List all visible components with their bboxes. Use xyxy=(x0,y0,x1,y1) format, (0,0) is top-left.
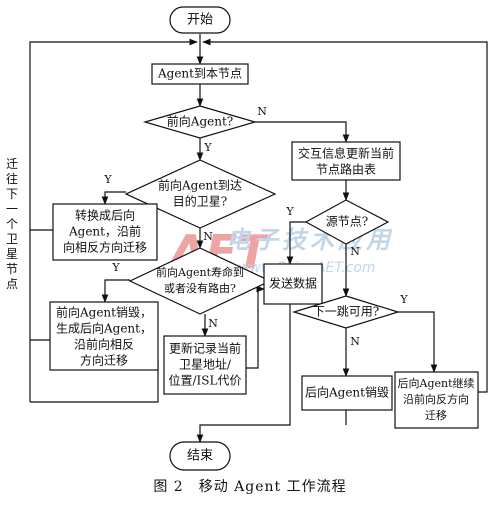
node-send: 发送数据 xyxy=(263,263,323,305)
convert-line-3: 向相反方向迁移 xyxy=(63,240,147,255)
label-forward-no: N xyxy=(257,105,267,118)
edge-update-send-a xyxy=(246,289,259,369)
nexthop-label: 下一跳可用? xyxy=(313,305,379,319)
update-line-2: 卫星地址/ xyxy=(179,358,232,372)
node-expired-decision: 前向Agent寿命到 或者没有路由? xyxy=(128,247,272,315)
continue-line-3: 迁移 xyxy=(425,409,447,422)
label-reached-yes: Y xyxy=(103,173,112,186)
node-destroy-backward: 后向Agent销毁 xyxy=(301,375,393,411)
update-line-1: 更新记录当前 xyxy=(169,341,241,356)
label-forward-yes: Y xyxy=(203,141,212,154)
edge-send-end xyxy=(196,304,291,443)
edge-nexthop-continue xyxy=(388,311,438,373)
continue-line-2: 沿前向反方向 xyxy=(403,392,469,406)
edge-labels: N Y Y N Y N Y N Y N xyxy=(103,105,408,348)
send-label: 发送数据 xyxy=(269,276,317,291)
edge-source-send xyxy=(286,221,306,265)
end-label: 结束 xyxy=(187,449,213,464)
edge-updatebox-loop xyxy=(30,360,159,403)
label-next-yes: Y xyxy=(399,293,408,306)
edge-expired-destroy xyxy=(101,279,130,303)
edges xyxy=(29,34,488,443)
node-end: 结束 xyxy=(169,441,231,471)
destroy-forward-line-2: 生成后向Agent， xyxy=(56,321,152,336)
label-expired-yes: Y xyxy=(111,261,120,274)
node-continue-backward: 后向Agent继续 沿前向反方向 迁移 xyxy=(394,371,479,429)
label-source-yes: Y xyxy=(285,205,294,218)
exchange-line-1: 交互信息更新当前 xyxy=(298,146,394,161)
destroy-backward-label: 后向Agent销毁 xyxy=(305,385,389,400)
figure-caption: 图 2 移动 Agent 工作流程 xyxy=(153,479,346,495)
node-reached-decision: 前向Agent到达 目的卫星? xyxy=(124,159,277,229)
label-expired-no: N xyxy=(208,317,218,330)
expired-line-1: 前向Agent寿命到 xyxy=(156,265,244,279)
side-label-migrate: 迁往下一个卫星节点 xyxy=(6,157,18,291)
edge-forward-exchange xyxy=(255,121,350,143)
edge-reached-convert xyxy=(101,191,126,205)
edge-left-loop xyxy=(29,38,198,402)
destroy-forward-line-4: 方向迁移 xyxy=(80,353,128,368)
reached-line-2: 目的卫星? xyxy=(173,194,227,209)
convert-line-1: 转换成后向 xyxy=(75,208,135,223)
source-label: 源节点? xyxy=(326,215,368,229)
node-start: 开始 xyxy=(169,6,231,34)
edge-continue-loop xyxy=(202,38,488,393)
label-reached-no: N xyxy=(203,230,213,243)
label-next-no: N xyxy=(350,335,360,348)
convert-line-2: Agent，沿前 xyxy=(68,224,141,239)
exchange-line-2: 节点路由表 xyxy=(316,162,376,177)
node-forward-decision: 前向Agent? xyxy=(142,105,258,139)
label-source-no: N xyxy=(350,245,360,258)
destroy-forward-line-1: 前向Agent销毁， xyxy=(56,305,152,320)
reached-line-1: 前向Agent到达 xyxy=(158,178,242,193)
start-label: 开始 xyxy=(187,13,213,28)
destroy-forward-line-3: 沿前向相反 xyxy=(74,337,134,352)
node-convert: 转换成后向 Agent，沿前 向相反方向迁移 xyxy=(52,203,158,261)
node-arrive: Agent到本节点 xyxy=(151,63,249,85)
node-destroy-forward: 前向Agent销毁， 生成后向Agent， 沿前向相反 方向迁移 xyxy=(49,301,159,371)
node-update-info: 更新记录当前 卫星地址/ 位置/ISL代价 xyxy=(163,335,247,395)
expired-line-2: 或者没有路由? xyxy=(164,281,236,295)
node-nexthop-decision: 下一跳可用? xyxy=(291,295,401,329)
update-line-3: 位置/ISL代价 xyxy=(169,373,242,388)
arrive-label: Agent到本节点 xyxy=(157,67,242,81)
node-exchange: 交互信息更新当前 节点路由表 xyxy=(291,141,401,181)
node-source-decision: 源节点? xyxy=(304,199,390,245)
continue-line-1: 后向Agent继续 xyxy=(398,376,475,390)
forward-label: 前向Agent? xyxy=(167,114,233,129)
